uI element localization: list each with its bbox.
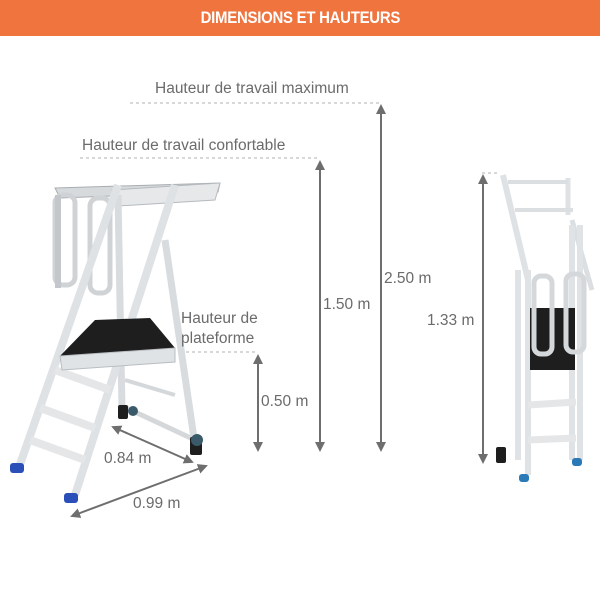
width-value: 0.99 m bbox=[133, 495, 181, 512]
foot bbox=[519, 474, 529, 482]
header-banner: DIMENSIONS ET HAUTEURS bbox=[0, 0, 600, 36]
foot bbox=[64, 493, 78, 503]
ladder-folded-illustration bbox=[496, 174, 595, 482]
foot bbox=[10, 463, 24, 473]
foot bbox=[572, 458, 582, 466]
ladder-unfolded-illustration bbox=[10, 182, 221, 503]
max-work-height-label: Hauteur de travail maximum bbox=[155, 80, 349, 97]
max-height-value: 2.50 m bbox=[384, 270, 432, 287]
page-title: DIMENSIONS ET HAUTEURS bbox=[200, 8, 400, 27]
platform-height-value: 0.50 m bbox=[261, 393, 309, 410]
folded-height-value: 1.33 m bbox=[427, 312, 475, 329]
platform-height-label-line2: plateforme bbox=[181, 330, 255, 347]
width-arrow bbox=[70, 464, 208, 518]
platform-height-label-line1: Hauteur de bbox=[181, 310, 258, 327]
reference-lines bbox=[80, 102, 500, 353]
dimension-arrows bbox=[70, 104, 488, 518]
depth-arrow bbox=[111, 425, 194, 464]
depth-value: 0.84 m bbox=[104, 450, 152, 467]
comfort-height-value: 1.50 m bbox=[323, 296, 371, 313]
comfort-work-height-label: Hauteur de travail confortable bbox=[82, 137, 286, 154]
